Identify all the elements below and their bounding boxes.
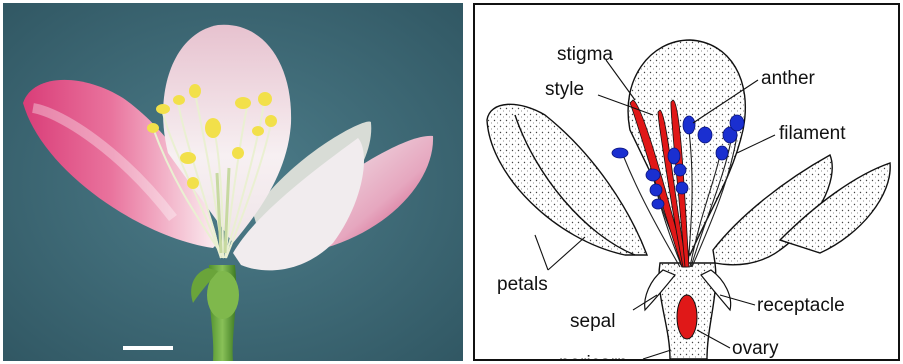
flower-diagram: stigma style anther filament petals sepa… [473,3,900,361]
label-style: style [545,79,584,100]
label-stigma: stigma [557,44,613,65]
label-sepal: sepal [570,311,615,332]
diagram-ovary [677,295,697,339]
diagram-petals [487,40,890,265]
flower-photo [3,3,463,361]
label-petals: petals [497,274,548,295]
flower-photo-illustration [3,3,463,361]
scale-bar [123,346,173,350]
label-receptacle: receptacle [757,295,845,316]
flower-diagram-illustration: stigma style anther filament petals sepa… [475,5,898,359]
label-anther: anther [761,68,816,89]
label-filament: filament [779,123,846,144]
label-ovary: ovary [732,338,779,359]
label-pericarp: pericarp [559,353,628,359]
